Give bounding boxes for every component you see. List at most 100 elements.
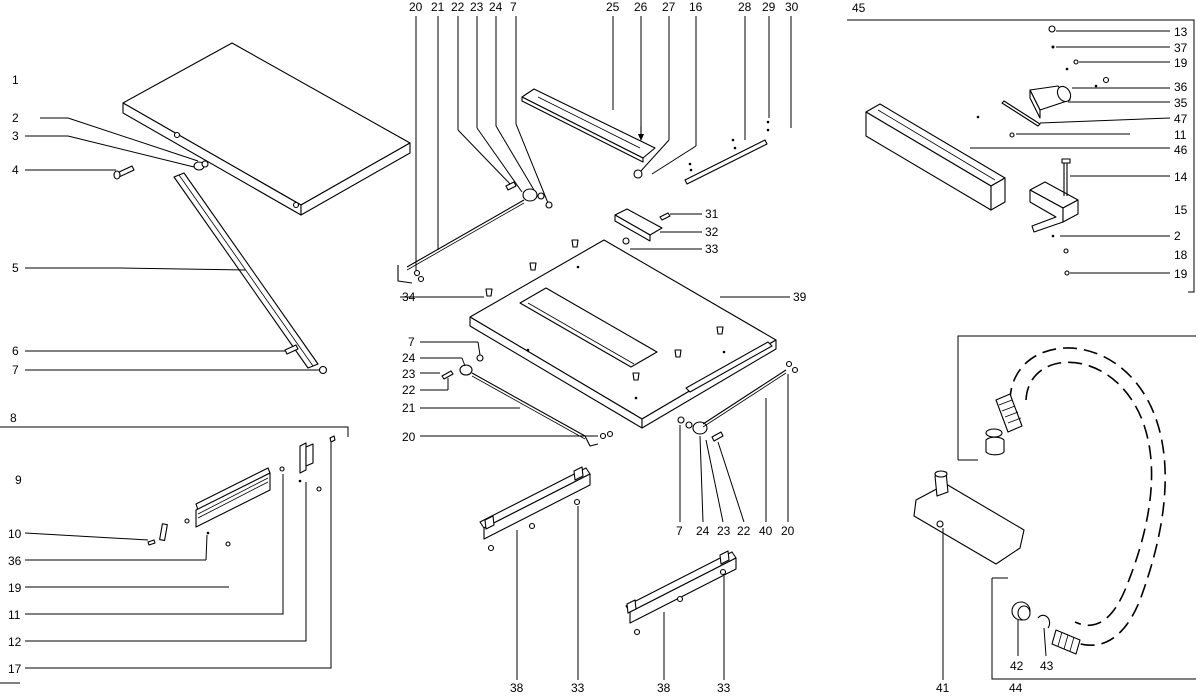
label-15: 15 bbox=[1174, 203, 1188, 217]
label-24-bottom: 24 bbox=[696, 524, 710, 538]
label-10: 10 bbox=[8, 527, 22, 541]
miter-slot bbox=[685, 341, 773, 393]
extension-table-side-edge bbox=[300, 142, 411, 216]
label-top-21: 21 bbox=[431, 0, 445, 14]
label-8: 8 bbox=[10, 411, 17, 425]
label-24-center: 24 bbox=[402, 351, 416, 365]
label-47: 47 bbox=[1174, 112, 1188, 126]
label-5: 5 bbox=[12, 261, 19, 275]
blade-slot bbox=[519, 287, 658, 368]
label-19-fence: 19 bbox=[1174, 56, 1188, 70]
label-13: 13 bbox=[1174, 25, 1188, 39]
label-11: 11 bbox=[8, 608, 21, 622]
label-top-29: 29 bbox=[762, 0, 776, 14]
rail-38-right bbox=[625, 551, 737, 613]
label-33-left: 33 bbox=[571, 681, 585, 695]
table-extension-group: 1 2 3 4 5 6 7 bbox=[12, 42, 411, 377]
label-46: 46 bbox=[1174, 143, 1188, 157]
label-38-left: 38 bbox=[510, 681, 524, 695]
label-top-22: 22 bbox=[451, 0, 465, 14]
label-6: 6 bbox=[12, 344, 19, 358]
label-7-center: 7 bbox=[408, 335, 415, 349]
label-12: 12 bbox=[8, 635, 22, 649]
label-9: 9 bbox=[15, 473, 22, 487]
label-36-fence: 36 bbox=[1174, 80, 1188, 94]
label-33-right: 33 bbox=[717, 681, 731, 695]
label-2-fence: 2 bbox=[1174, 229, 1181, 243]
nut-7-top bbox=[545, 201, 553, 209]
label-18: 18 bbox=[1174, 248, 1188, 262]
label-21-center: 21 bbox=[402, 401, 416, 415]
label-17: 17 bbox=[8, 662, 22, 676]
clamp-10 bbox=[159, 523, 168, 541]
label-20-bottom: 20 bbox=[781, 524, 795, 538]
bolt-4-head bbox=[113, 170, 121, 180]
nut-7 bbox=[318, 365, 328, 375]
label-44: 44 bbox=[1009, 681, 1023, 695]
label-37: 37 bbox=[1174, 41, 1188, 55]
label-31: 31 bbox=[705, 207, 719, 221]
label-7: 7 bbox=[12, 363, 19, 377]
bracket-12 bbox=[299, 442, 307, 474]
label-7-bottom: 7 bbox=[676, 524, 683, 538]
label-top-30: 30 bbox=[785, 0, 799, 14]
label-19: 19 bbox=[8, 581, 22, 595]
screw-6 bbox=[284, 344, 299, 355]
label-43: 43 bbox=[1040, 659, 1054, 673]
label-top-16: 16 bbox=[689, 0, 703, 14]
knob-24 bbox=[522, 188, 538, 202]
extraction-hose bbox=[1009, 347, 1166, 646]
label-11-fence: 11 bbox=[1174, 128, 1187, 142]
label-23-center: 23 bbox=[402, 367, 416, 381]
label-19-bottom: 19 bbox=[1174, 267, 1188, 281]
label-32: 32 bbox=[705, 225, 719, 239]
clamp-43 bbox=[1037, 614, 1051, 629]
label-top-28: 28 bbox=[738, 0, 752, 14]
extension-hole bbox=[292, 201, 300, 209]
label-2: 2 bbox=[12, 111, 19, 125]
label-14: 14 bbox=[1174, 170, 1188, 184]
nut-2 bbox=[201, 160, 209, 168]
label-22-center: 22 bbox=[402, 383, 416, 397]
hose-end-lower bbox=[1051, 629, 1081, 655]
label-1: 1 bbox=[12, 73, 19, 87]
extension-table-top bbox=[122, 42, 411, 206]
dust-extraction-group: 41 42 43 44 bbox=[913, 335, 1196, 695]
washer-33 bbox=[622, 237, 630, 245]
label-41: 41 bbox=[936, 681, 950, 695]
screws-34 bbox=[485, 239, 724, 381]
hose-end-upper bbox=[995, 393, 1023, 433]
label-top-7: 7 bbox=[510, 0, 517, 14]
label-top-23: 23 bbox=[470, 0, 484, 14]
label-20-center: 20 bbox=[402, 430, 416, 444]
label-42: 42 bbox=[1010, 659, 1024, 673]
label-top-24: 24 bbox=[489, 0, 503, 14]
label-22-bottom: 22 bbox=[737, 524, 751, 538]
label-36: 36 bbox=[8, 554, 22, 568]
main-table-group: 20 21 22 23 24 7 25 26 27 16 28 29 30 bbox=[397, 0, 807, 695]
label-39: 39 bbox=[793, 290, 807, 304]
label-35: 35 bbox=[1174, 96, 1188, 110]
label-38-right: 38 bbox=[657, 681, 671, 695]
rail-group-8: 8 9 10 36 19 11 12 17 bbox=[0, 411, 349, 684]
label-33: 33 bbox=[705, 242, 719, 256]
extension-hole bbox=[173, 131, 181, 139]
rail-38-left bbox=[479, 467, 591, 529]
label-45: 45 bbox=[852, 1, 866, 15]
label-23-bottom: 23 bbox=[717, 524, 731, 538]
label-34: 34 bbox=[402, 290, 416, 304]
label-4: 4 bbox=[12, 163, 19, 177]
adapter-41 bbox=[913, 483, 1025, 565]
washer-16 bbox=[633, 169, 643, 179]
strip-30 bbox=[684, 139, 768, 185]
saw-table-top bbox=[469, 239, 777, 420]
label-top-26: 26 bbox=[634, 0, 648, 14]
label-top-25: 25 bbox=[606, 0, 620, 14]
label-40-bottom: 40 bbox=[759, 524, 773, 538]
knob-24-left bbox=[459, 364, 473, 376]
label-top-27: 27 bbox=[662, 0, 676, 14]
label-3: 3 bbox=[12, 129, 19, 143]
knob-24-right bbox=[692, 421, 708, 435]
label-top-20: 20 bbox=[409, 0, 423, 14]
